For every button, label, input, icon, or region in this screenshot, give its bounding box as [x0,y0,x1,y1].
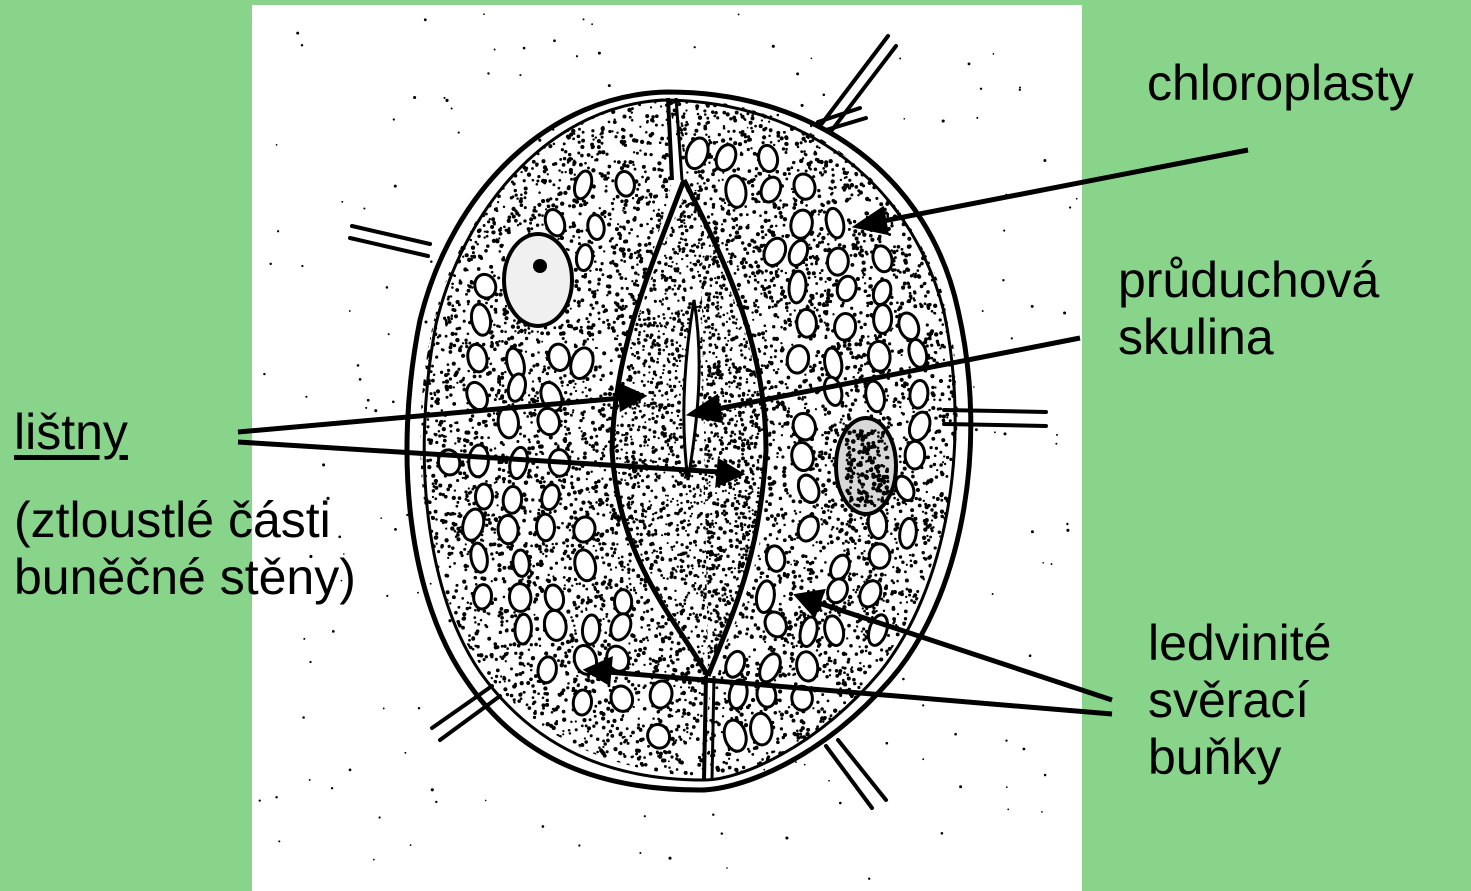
label-chloroplasts: chloroplasty [1147,55,1414,112]
label-ledges: lištny [14,404,128,461]
label-guard-cells: ledvinité svěrací buňky [1148,615,1331,786]
left-nucleus [504,234,572,326]
label-stomatal-pore: průduchová skulina [1118,252,1379,366]
label-thickened-wall: (ztloustlé části buněčné stěny) [14,492,356,606]
